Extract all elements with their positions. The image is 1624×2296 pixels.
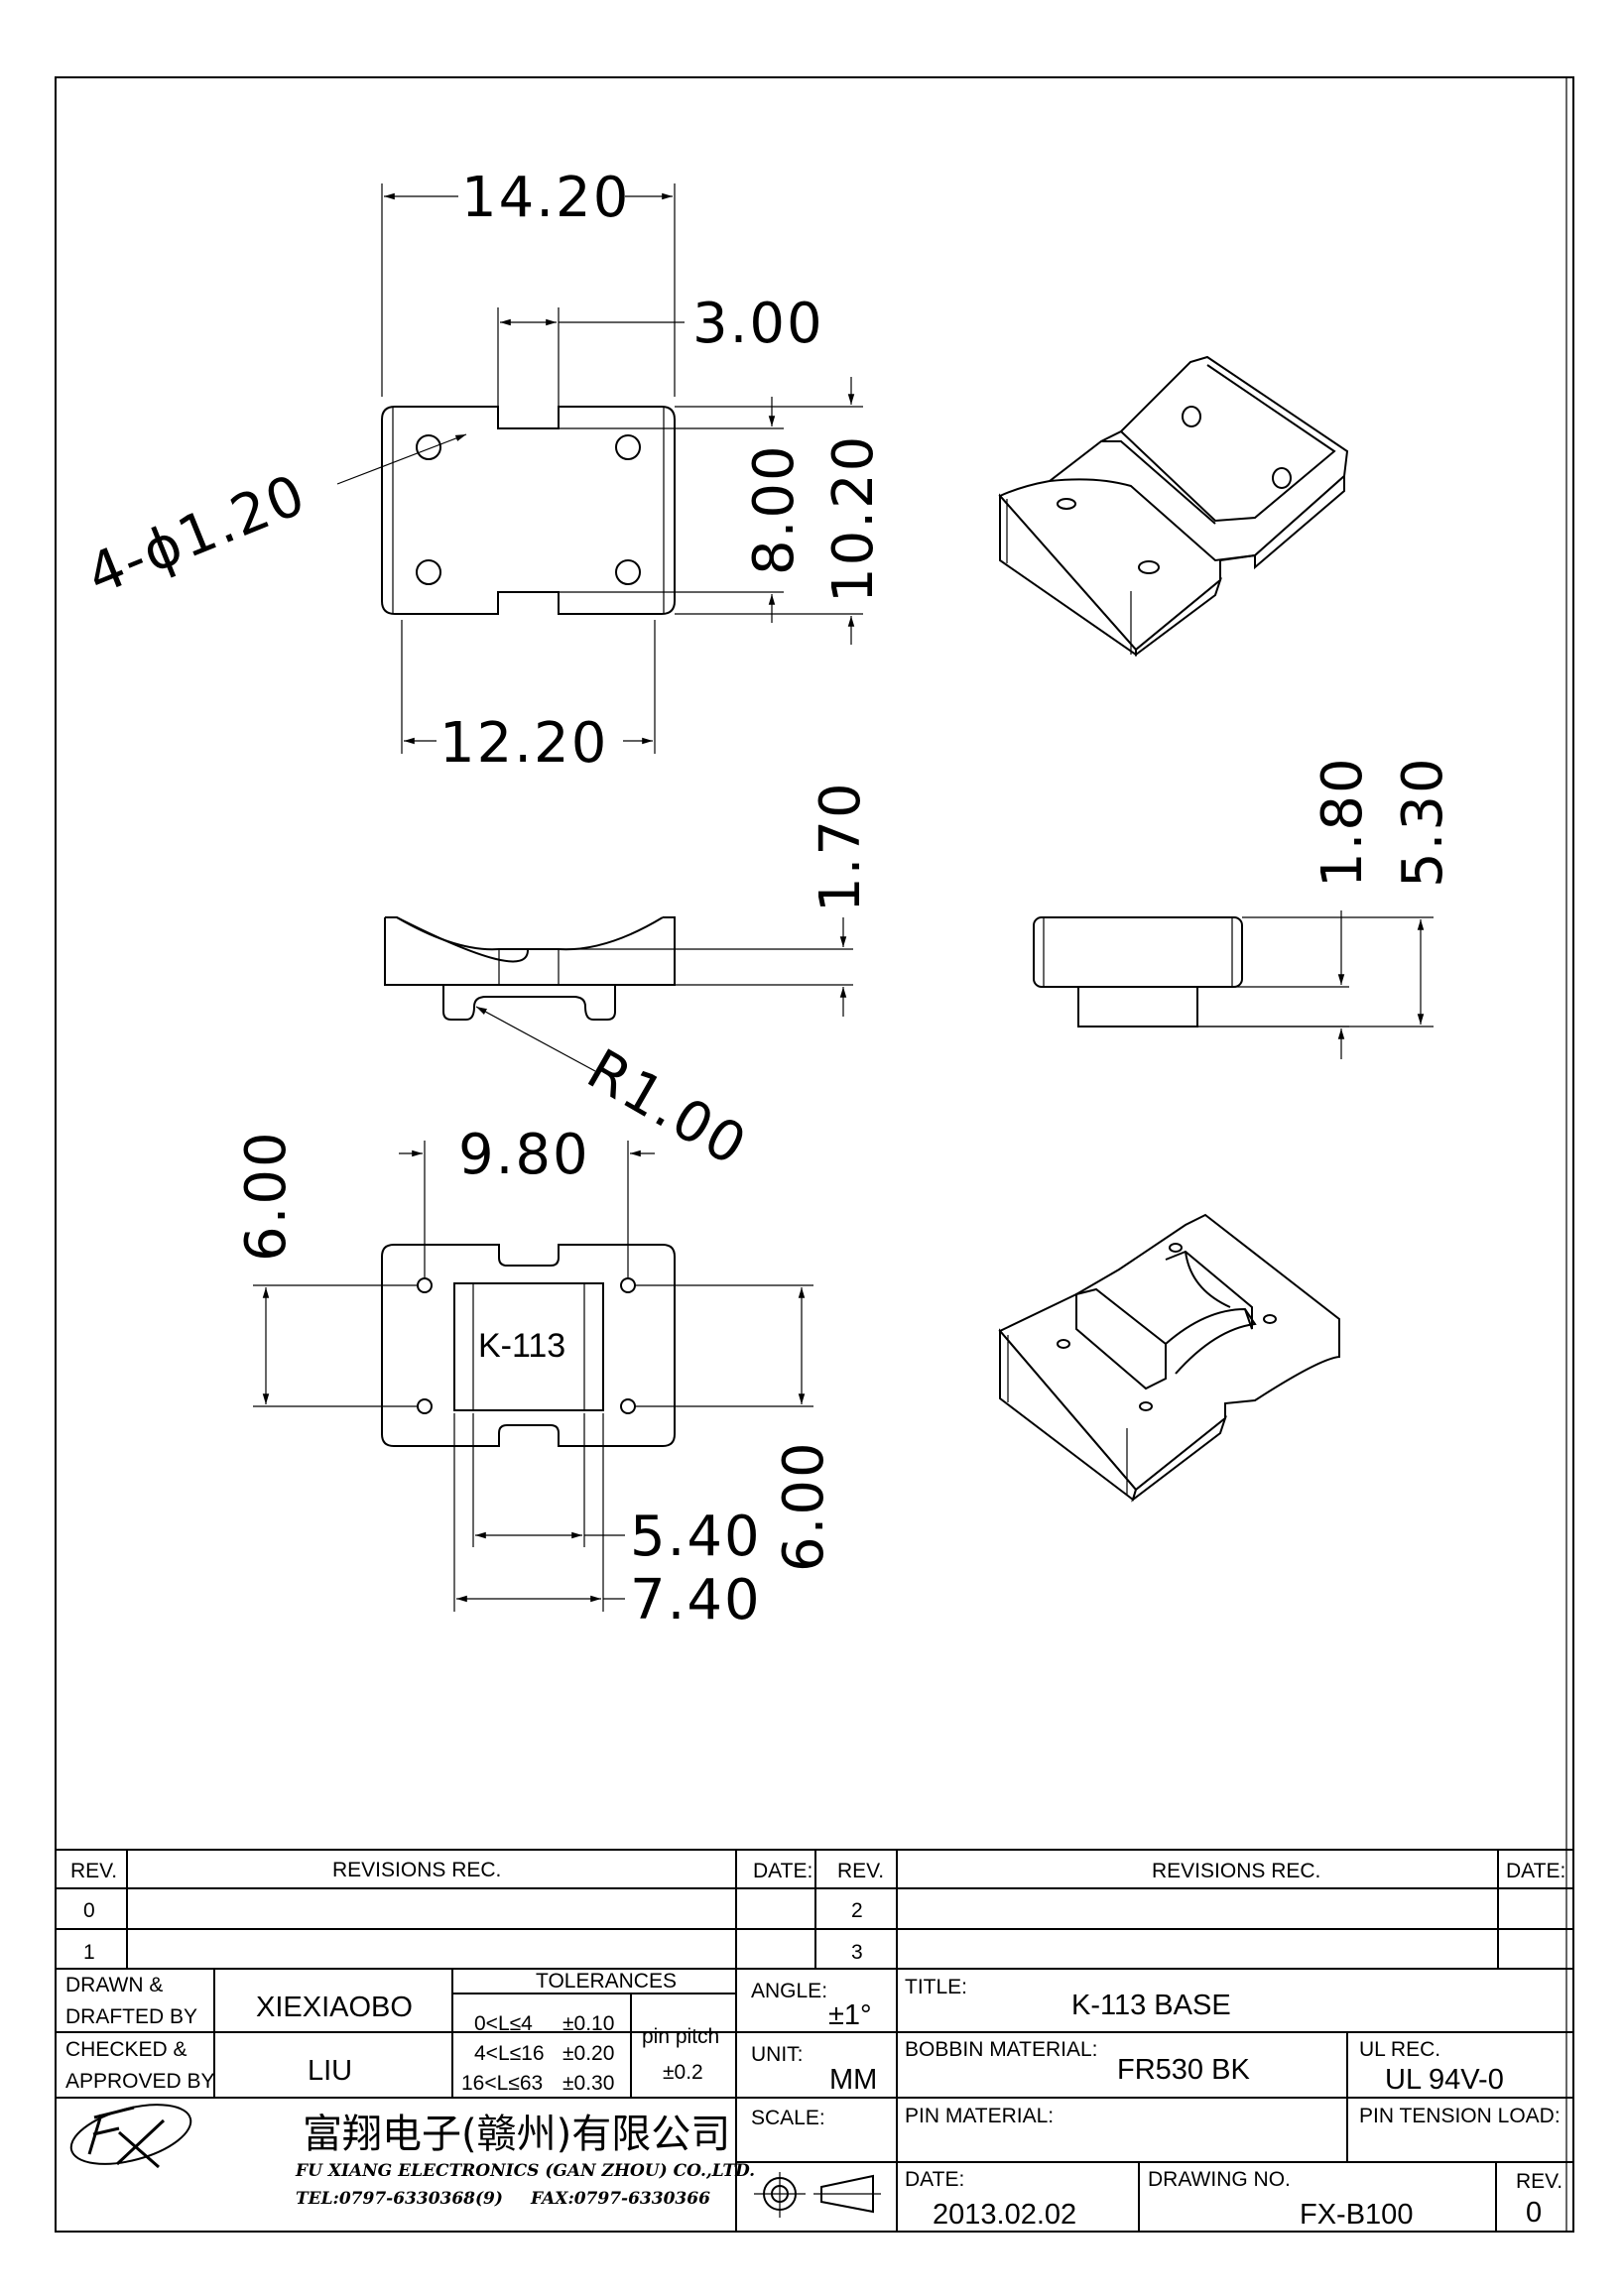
rev-header-left: REV. [70, 1860, 117, 1882]
isometric-view-top [998, 355, 1349, 657]
pin-material-label: PIN MATERIAL: [905, 2105, 1054, 2127]
date-value: 2013.02.02 [933, 2199, 1076, 2231]
drawing-no-value: FX-B100 [1300, 2199, 1413, 2231]
company-tel: TEL:0797-6330368(9) [296, 2189, 503, 2209]
revisions-header-right: REVISIONS REC. [1152, 1860, 1320, 1882]
rev-row-0: 0 [83, 1899, 95, 1922]
company-name-en: FU XIANG ELECTRONICS (GAN ZHOU) CO.,LTD. [295, 2161, 755, 2181]
dim-pin-span-y-right: 6.00 [772, 1440, 836, 1572]
dim-pin-span-x: 9.80 [458, 1123, 590, 1187]
bottom-view: K-113 9.80 6.00 6.00 5.40 7.40 [234, 1123, 836, 1632]
drawn-label-1: DRAWN & [65, 1974, 163, 1996]
rev-header-right: REV. [837, 1860, 884, 1882]
dim-arc-depth: 1.70 [809, 781, 873, 912]
dim-inner-height: 8.00 [742, 443, 807, 575]
dim-pin-span-y-left: 6.00 [234, 1130, 299, 1262]
revisions-header-left: REVISIONS REC. [332, 1859, 501, 1881]
drawn-label-2: DRAFTED BY [65, 2005, 197, 2028]
bobbin-material-label: BOBBIN MATERIAL: [905, 2038, 1098, 2061]
company-fax: FAX:0797-6330366 [530, 2189, 710, 2209]
dim-side-step: 1.80 [1311, 756, 1375, 888]
pin-pitch-label: pin pitch [642, 2025, 719, 2048]
angle-label: ANGLE: [751, 1980, 827, 2002]
date-header-right: DATE: [1506, 1860, 1565, 1882]
dim-outer-width: 7.40 [630, 1568, 762, 1632]
tolerances-header: TOLERANCES [536, 1970, 677, 1993]
side-view: 1.80 5.30 [1033, 756, 1455, 1059]
company-name-cn: 富翔电子(赣州)有限公司 [303, 2112, 730, 2157]
top-view: 14.20 3.00 4-ϕ1.20 8.00 10.20 12.20 [78, 166, 886, 776]
tol-range-3: 16<L≤63 [461, 2072, 543, 2095]
dim-radius: R1.00 [576, 1037, 758, 1179]
date-header-left: DATE: [753, 1860, 812, 1882]
tol-range-1: 0<L≤4 [474, 2012, 533, 2035]
tol-range-2: 4<L≤16 [474, 2042, 545, 2065]
title-value: K-113 BASE [1071, 1990, 1231, 2021]
bobbin-material-value: FR530 BK [1117, 2054, 1250, 2086]
title-label: TITLE: [905, 1976, 967, 1998]
angle-value: ±1° [828, 1999, 872, 2031]
projection-symbol-icon [754, 2172, 881, 2218]
tol-val-3: ±0.30 [562, 2072, 614, 2095]
rev-row-3: 3 [851, 1941, 863, 1964]
unit-label: UNIT: [751, 2043, 804, 2066]
rev-row-1: 1 [83, 1941, 95, 1964]
dim-bottom-width: 12.20 [439, 711, 608, 776]
tol-val-2: ±0.20 [562, 2042, 614, 2065]
rev-row-2: 2 [851, 1899, 863, 1922]
dim-side-height: 5.30 [1391, 756, 1455, 888]
rev-value: 0 [1526, 2197, 1542, 2229]
checked-label-2: APPROVED BY [65, 2070, 215, 2093]
dim-outer-height: 10.20 [821, 434, 886, 603]
tol-val-1: ±0.10 [562, 2012, 614, 2035]
checked-label-1: CHECKED & [65, 2038, 187, 2061]
unit-value: MM [829, 2064, 877, 2096]
ul-rec-value: UL 94V-0 [1385, 2064, 1504, 2096]
dim-slot-width: 3.00 [692, 292, 824, 356]
company-logo [69, 2104, 192, 2169]
pin-pitch-value: ±0.2 [663, 2061, 703, 2084]
front-view: 1.70 R1.00 [384, 781, 873, 1179]
rev-label: REV. [1516, 2170, 1562, 2193]
dim-inner-width: 5.40 [630, 1505, 762, 1569]
drawing-no-label: DRAWING NO. [1148, 2168, 1291, 2191]
pin-tension-label: PIN TENSION LOAD: [1359, 2105, 1561, 2127]
date-label: DATE: [905, 2168, 964, 2191]
part-label: K-113 [478, 1327, 565, 1365]
isometric-view-bottom [998, 1213, 1340, 1503]
scale-label: SCALE: [751, 2107, 825, 2129]
checked-by: LIU [308, 2055, 352, 2087]
dim-hole-spec: 4-ϕ1.20 [78, 462, 315, 608]
title-block: REV. REVISIONS REC. DATE: REV. REVISIONS… [55, 1849, 1574, 2233]
drawn-by: XIEXIAOBO [256, 1992, 413, 2023]
dim-top-width: 14.20 [461, 166, 630, 230]
ul-rec-label: UL REC. [1359, 2038, 1440, 2061]
